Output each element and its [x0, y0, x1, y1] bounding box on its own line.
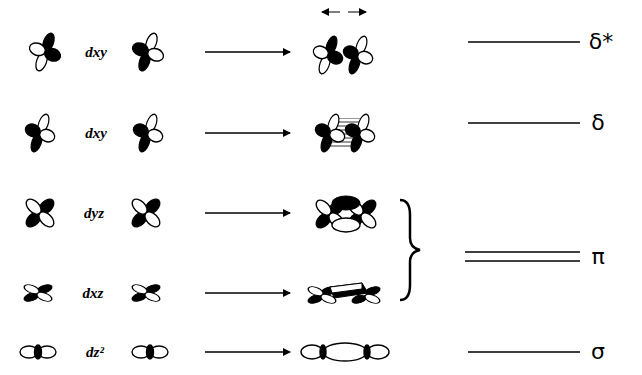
level-label: δ [591, 112, 604, 134]
level-label: δ* [589, 31, 613, 53]
orbital-label: dz² [86, 345, 104, 360]
orbital-label: dxy [85, 45, 107, 60]
orbital-label: dxy [85, 126, 107, 141]
orbital-label: dyz [84, 206, 104, 221]
level-label: π [591, 246, 604, 268]
level-label: σ [591, 341, 605, 363]
orbital-label: dxz [83, 286, 104, 301]
